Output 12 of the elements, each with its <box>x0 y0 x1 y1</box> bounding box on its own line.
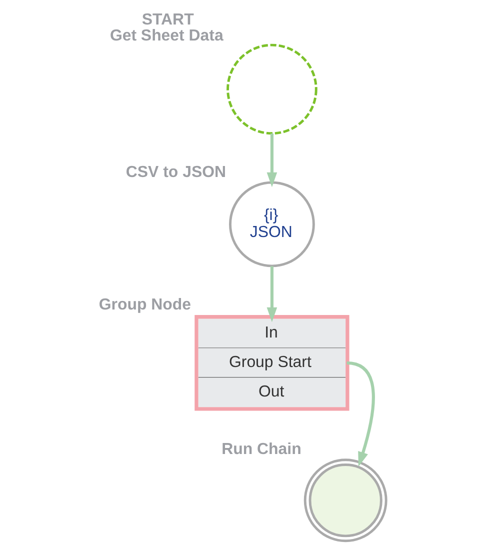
arrow <box>266 266 278 322</box>
node-box: In Group Start Out <box>194 315 350 411</box>
node-circle <box>226 44 318 135</box>
node-label: START <box>142 12 194 29</box>
arrow <box>266 133 278 188</box>
node-circle <box>304 458 388 542</box>
node-label: Group Node <box>98 296 191 314</box>
arrow <box>346 361 375 467</box>
node-label: Run Chain <box>222 441 302 458</box>
node-label: Get Sheet Data <box>110 28 224 45</box>
node-label: CSV to JSON <box>126 164 226 181</box>
node-circle: {i} JSON <box>229 181 315 268</box>
